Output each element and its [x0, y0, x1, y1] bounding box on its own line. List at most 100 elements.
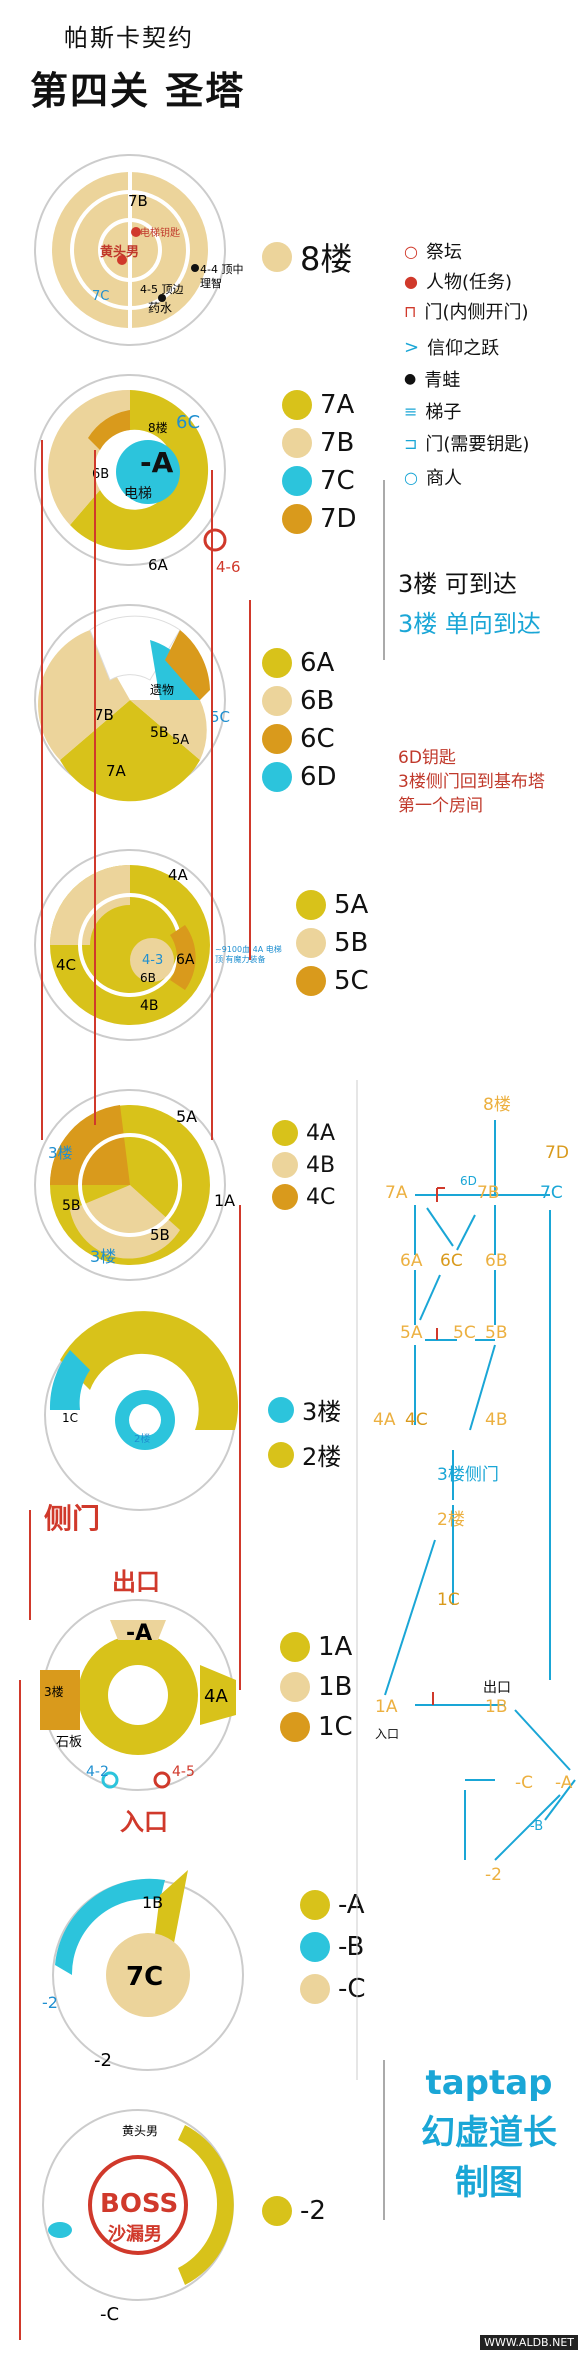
svg-text:7B: 7B [477, 1183, 499, 1203]
svg-text:6C: 6C [176, 412, 200, 433]
swatch-icon [300, 1932, 330, 1962]
map-floor-b2: 黄头男 BOSS 沙漏男 -C [42, 2109, 234, 2325]
page-title: 第四关 圣塔 [30, 69, 246, 113]
svg-text:4-2: 4-2 [86, 1764, 109, 1780]
swatch-icon [262, 242, 292, 272]
legend-floor-6: 6A 6B 6C 6D [262, 648, 337, 792]
svg-text:8楼: 8楼 [148, 420, 168, 435]
svg-text:7A: 7A [385, 1183, 408, 1203]
person-icon [117, 255, 127, 265]
svg-text:7C: 7C [540, 1183, 563, 1203]
svg-text:1C: 1C [62, 1411, 78, 1425]
swatch-icon [268, 1396, 294, 1423]
swatch-icon [272, 1184, 298, 1210]
svg-text:8楼: 8楼 [483, 1095, 511, 1115]
door-inner-icon: ⊓ [404, 301, 417, 321]
watermark: WWW.ALDB.NET [480, 2335, 578, 2350]
svg-text:1C: 1C [437, 1590, 460, 1610]
svg-text:-A: -A [126, 1621, 152, 1646]
map-floor-b1: 1B -2 7C -2 [42, 1870, 244, 2071]
svg-text:4A: 4A [204, 1686, 228, 1707]
frog-icon [158, 294, 166, 302]
svg-text:电梯钥匙: 电梯钥匙 [140, 226, 180, 239]
svg-text:5B: 5B [485, 1323, 507, 1343]
key-note: 6D钥匙 3楼侧门回到基布塔 第一个房间 [398, 748, 545, 816]
svg-text:-2: -2 [94, 2050, 112, 2071]
svg-text:5B: 5B [150, 725, 169, 741]
map-floor-7: -A 电梯 8楼 6B 6A 6C 4-6 [34, 374, 241, 576]
swatch-icon [272, 1152, 298, 1178]
svg-text:1A: 1A [375, 1697, 398, 1717]
swatch-icon [282, 428, 312, 458]
legend-floor-b2: -2 [262, 2196, 326, 2226]
page-subtitle: 帕斯卡契约 [64, 24, 194, 52]
legend-floor-b1: -A -B -C [300, 1890, 366, 2004]
swatch-icon [268, 1441, 294, 1468]
swatch-icon [262, 762, 292, 792]
svg-text:黄头男: 黄头男 [122, 2124, 158, 2138]
ladder-icon: ≡ [404, 401, 418, 421]
merchant-icon: ○ [404, 467, 418, 487]
svg-text:6B: 6B [140, 971, 156, 985]
legend-floor-5: 5A 5B 5C [296, 890, 369, 996]
svg-text:电梯: 电梯 [124, 486, 152, 502]
legend-floor-7: 7A 7B 7C 7D [282, 390, 357, 534]
legend-floor-1: 1A 1B 1C [280, 1632, 353, 1742]
svg-text:4A: 4A [373, 1410, 396, 1430]
svg-text:3楼: 3楼 [44, 1684, 64, 1699]
legend-floor-8: 8楼 [262, 234, 352, 280]
map-floor-1: 出口 -A 3楼 4A 石板 4-2 4-5 入口 [40, 1568, 236, 1836]
connection-lines [19, 440, 251, 2340]
swatch-icon [280, 1632, 310, 1662]
door-key-icon: ⊐ [404, 433, 418, 453]
svg-text:沙漏男: 沙漏男 [108, 2224, 162, 2245]
svg-text:侧门: 侧门 [44, 1502, 100, 1535]
svg-text:4B: 4B [485, 1410, 507, 1430]
svg-text:7B: 7B [94, 706, 114, 724]
flow-graph: 8楼 7D 7A 7B 7C 6D 6A 6C 6B 5A 5C 5B 4A 4… [356, 1080, 576, 2080]
swatch-icon [300, 1890, 330, 1920]
svg-text:2楼: 2楼 [134, 1432, 150, 1445]
svg-text:4-4 顶中: 4-4 顶中 [200, 263, 243, 276]
svg-text:-A: -A [555, 1773, 573, 1793]
svg-text:4-6: 4-6 [216, 558, 241, 576]
svg-text:5C: 5C [453, 1323, 476, 1343]
svg-text:5B: 5B [62, 1198, 81, 1214]
oneway-note: 3楼 单向到达 [398, 610, 541, 638]
svg-text:-2: -2 [485, 1865, 502, 1885]
altar-icon [153, 1771, 171, 1789]
swatch-icon [280, 1672, 310, 1702]
swatch-icon [296, 966, 326, 996]
svg-text:7D: 7D [545, 1143, 569, 1163]
svg-text:入口: 入口 [120, 1808, 168, 1836]
svg-text:4-5: 4-5 [172, 1764, 195, 1780]
map-floor-8: 7B 电梯钥匙 黄头男 4-4 顶中 理智 4-5 顶边 药水 7C [34, 154, 243, 346]
faith-leap-icon: > [404, 336, 420, 358]
divider [383, 2060, 385, 2220]
svg-text:2楼: 2楼 [437, 1510, 465, 1530]
svg-text:BOSS: BOSS [100, 2189, 178, 2219]
svg-text:-2: -2 [42, 1993, 58, 2012]
svg-text:6A: 6A [176, 952, 195, 968]
svg-text:6B: 6B [92, 467, 109, 482]
swatch-icon [282, 504, 312, 534]
altar-icon [203, 528, 227, 552]
svg-text:3楼: 3楼 [90, 1247, 116, 1266]
person-icon: ● [404, 271, 418, 291]
legend-floor-3: 3楼 2楼 [268, 1392, 341, 1472]
svg-text:1B: 1B [485, 1697, 507, 1717]
swatch-icon [280, 1712, 310, 1742]
map-floor-5: 4A 4C 4-3 6B 6A 4B ~9100血 4A 电梯顶 有魔力装备 [34, 849, 282, 1041]
svg-text:7A: 7A [106, 762, 127, 780]
svg-text:5B: 5B [150, 1226, 170, 1244]
credit: taptap 幻虚道长 制图 [421, 2063, 557, 2203]
svg-text:出口: 出口 [483, 1680, 511, 1696]
svg-text:5A: 5A [176, 1107, 197, 1126]
svg-text:石板: 石板 [56, 1735, 82, 1750]
frog-icon: ● [404, 371, 417, 387]
svg-text:6A: 6A [148, 556, 169, 574]
svg-text:7C: 7C [126, 1962, 163, 1992]
svg-text:6B: 6B [485, 1251, 507, 1271]
svg-text:入口: 入口 [375, 1727, 399, 1741]
swatch-icon [262, 648, 292, 678]
